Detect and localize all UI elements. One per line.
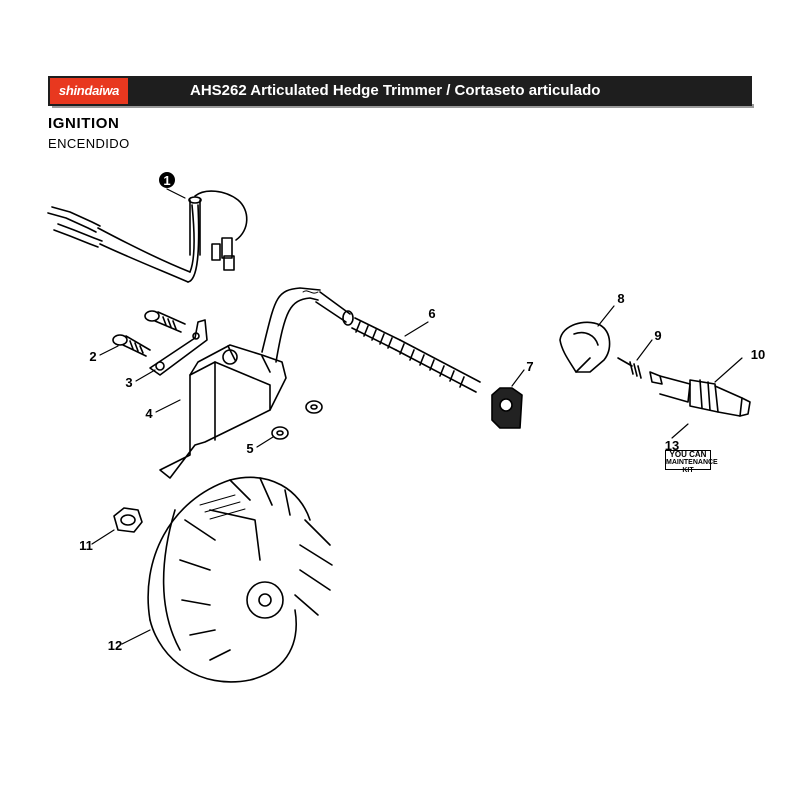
part-screw-upper (144, 310, 186, 333)
leader-lines (91, 188, 743, 645)
maintenance-kit-badge: YOU CAN MAINTENANCE KIT (665, 450, 718, 474)
header-bar (48, 76, 752, 106)
page-title: AHS262 Articulated Hedge Trimmer / Corta… (190, 82, 601, 99)
header-shadow (52, 104, 754, 108)
kit-badge-line2: MAINTENANCE KIT (666, 459, 718, 474)
part-wire-harness (47, 190, 248, 283)
callout-10: 10 (751, 347, 765, 362)
callout-6: 6 (428, 306, 435, 321)
part-plug-cap-8 (559, 321, 611, 373)
callout-1: 1 (163, 173, 170, 188)
part-screw-2 (112, 334, 151, 357)
callout-11: 11 (79, 538, 93, 553)
part-grommet-7 (491, 387, 523, 429)
part-spark-plug-10 (649, 371, 751, 417)
part-nut-11 (113, 507, 143, 533)
part-ht-lead-6 (302, 290, 481, 393)
callout-8: 8 (617, 291, 624, 306)
part-ignition-coil-4 (159, 287, 321, 479)
section-title: IGNITION (48, 115, 120, 132)
callout-13: 13 (665, 438, 679, 453)
callout-12: 12 (108, 638, 122, 653)
callout-2: 2 (89, 349, 96, 364)
callout-5: 5 (246, 441, 253, 456)
section-subtitle: ENCENDIDO (48, 136, 130, 151)
callout-1-badge (159, 172, 175, 188)
part-spring-9 (617, 357, 642, 379)
part-washer-5 (271, 400, 323, 440)
callout-7: 7 (526, 359, 533, 374)
brand-logo: shindaiwa (50, 78, 128, 104)
part-flywheel-12 (147, 476, 333, 683)
callout-3: 3 (125, 375, 132, 390)
callout-4: 4 (145, 406, 153, 421)
part-bracket-3 (149, 319, 208, 376)
callout-9: 9 (654, 328, 661, 343)
kit-badge-line1: YOU CAN (669, 450, 707, 459)
